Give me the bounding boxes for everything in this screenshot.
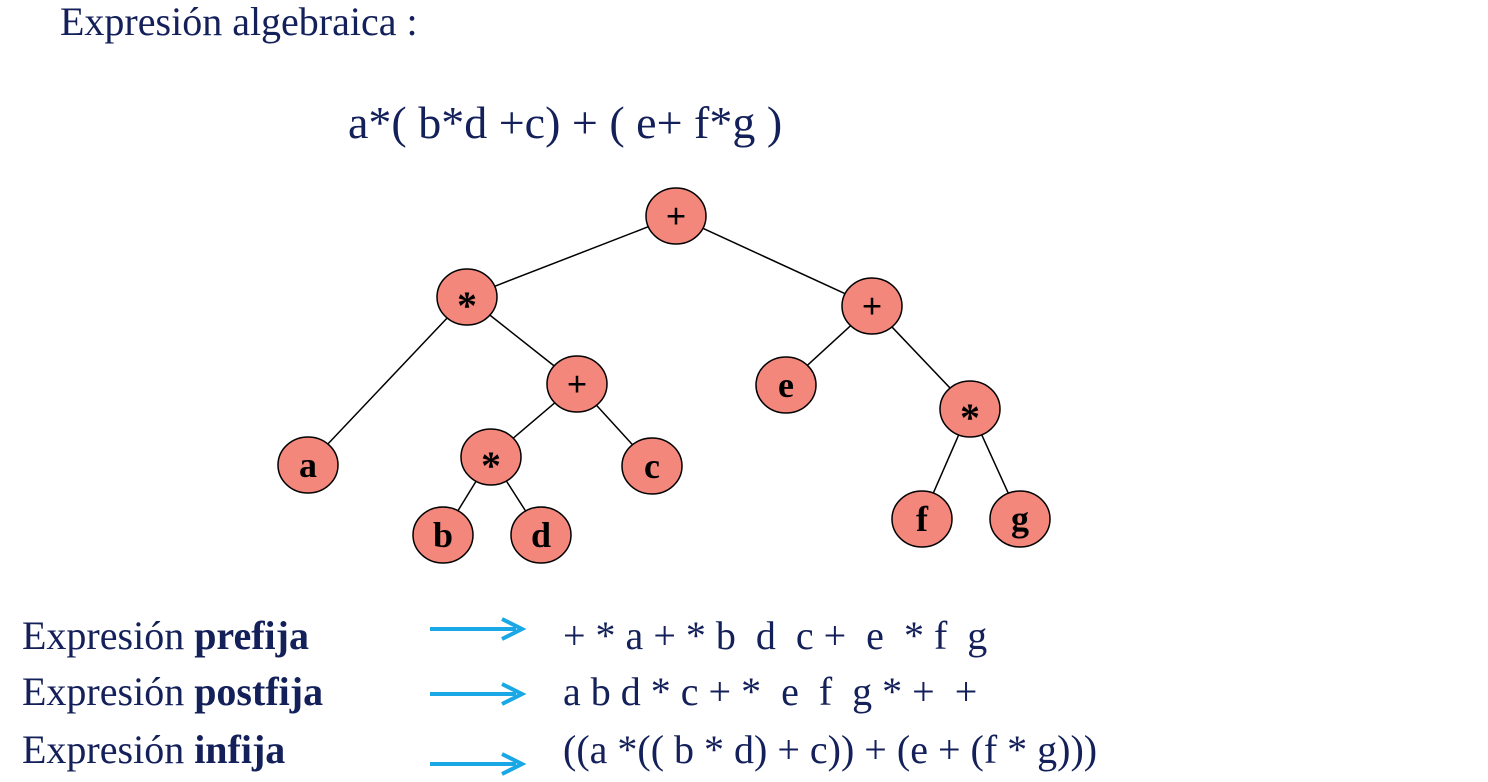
tree-edge-plus2-mul3 [891,326,951,389]
tree-node-b: b [412,506,474,564]
tree-node-circle [989,490,1051,548]
postfix-label: Expresión postfija [22,670,323,714]
tree-node-mul3: * [939,380,1001,440]
tree-edge-mul3-f [932,434,960,494]
tree-edge-root-mul1 [494,226,649,287]
page-title: Expresión algebraica : [60,0,418,44]
tree-edge-mul2-d [505,480,527,512]
algebraic-expression: a*( b*d +c) + ( e+ f*g ) [348,97,783,148]
tree-edge-plus2-e [806,325,852,366]
tree-node-circle [510,506,572,564]
prefix-arrow-icon [430,617,527,641]
tree-node-label: a [299,445,317,485]
tree-nodes: + * + a + * c b d e * f g [277,187,1051,564]
tree-node-circle [460,428,522,486]
prefix-label-bold: prefija [194,613,309,658]
tree-node-c: c [621,437,683,495]
tree-node-label: + [567,364,588,404]
prefix-label: Expresión prefija [22,614,309,658]
tree-node-plus2: + [841,277,903,335]
tree-node-root: + [645,187,707,245]
postfix-expression: a b d * c + * e f g * + + [563,669,978,714]
infix-label: Expresión infija [22,728,285,772]
tree-node-a: a [277,436,339,494]
tree-node-circle [436,268,498,326]
tree-edges [327,226,1009,512]
tree-node-circle [412,506,474,564]
infix-expression: ((a *(( b * d) + c)) + (e + (f * g))) [563,727,1098,772]
tree-edge-plus1-c [595,404,634,446]
tree-node-circle [755,356,817,414]
tree-edge-root-plus2 [702,227,846,295]
tree-edge-mul2-b [457,480,477,512]
tree-node-label: * [457,283,477,328]
tree-node-label: d [531,515,551,555]
tree-node-circle [939,380,1001,438]
tree-node-f: f [891,490,953,548]
tree-node-mul2: * [460,428,522,488]
tree-node-label: g [1011,499,1029,539]
prefix-expression: + * a + * b d c + e * f g [563,613,988,658]
tree-node-label: * [481,443,501,488]
tree-node-label: c [644,446,660,486]
tree-node-label: f [916,499,929,539]
infix-label-bold: infija [194,727,286,772]
postfix-label-bold: postfija [194,669,324,714]
postfix-label-word: Expresión [22,669,185,714]
tree-node-circle [546,355,608,413]
infix-arrow-icon [430,752,527,776]
expression-tree: + * + a + * c b d e * f g [277,187,1051,564]
tree-node-circle [621,437,683,495]
tree-node-label: e [778,365,794,405]
tree-node-g: g [989,490,1051,548]
tree-node-label: b [433,515,453,555]
tree-node-circle [841,277,903,335]
tree-node-circle [891,490,953,548]
tree-edge-mul3-g [981,434,1009,494]
postfix-arrow-icon [430,682,527,706]
tree-node-label: + [862,286,883,326]
tree-node-circle [645,187,707,245]
tree-edge-plus1-mul2 [512,402,556,439]
tree-node-circle [277,436,339,494]
prefix-label-word: Expresión [22,613,185,658]
tree-node-d: d [510,506,572,564]
tree-edge-mul1-a [327,317,448,445]
tree-node-label: * [960,395,980,440]
tree-edge-mul1-plus1 [489,314,555,367]
tree-node-label: + [666,196,687,236]
tree-node-e: e [755,356,817,414]
tree-node-plus1: + [546,355,608,413]
tree-node-mul1: * [436,268,498,328]
infix-label-word: Expresión [22,727,185,772]
